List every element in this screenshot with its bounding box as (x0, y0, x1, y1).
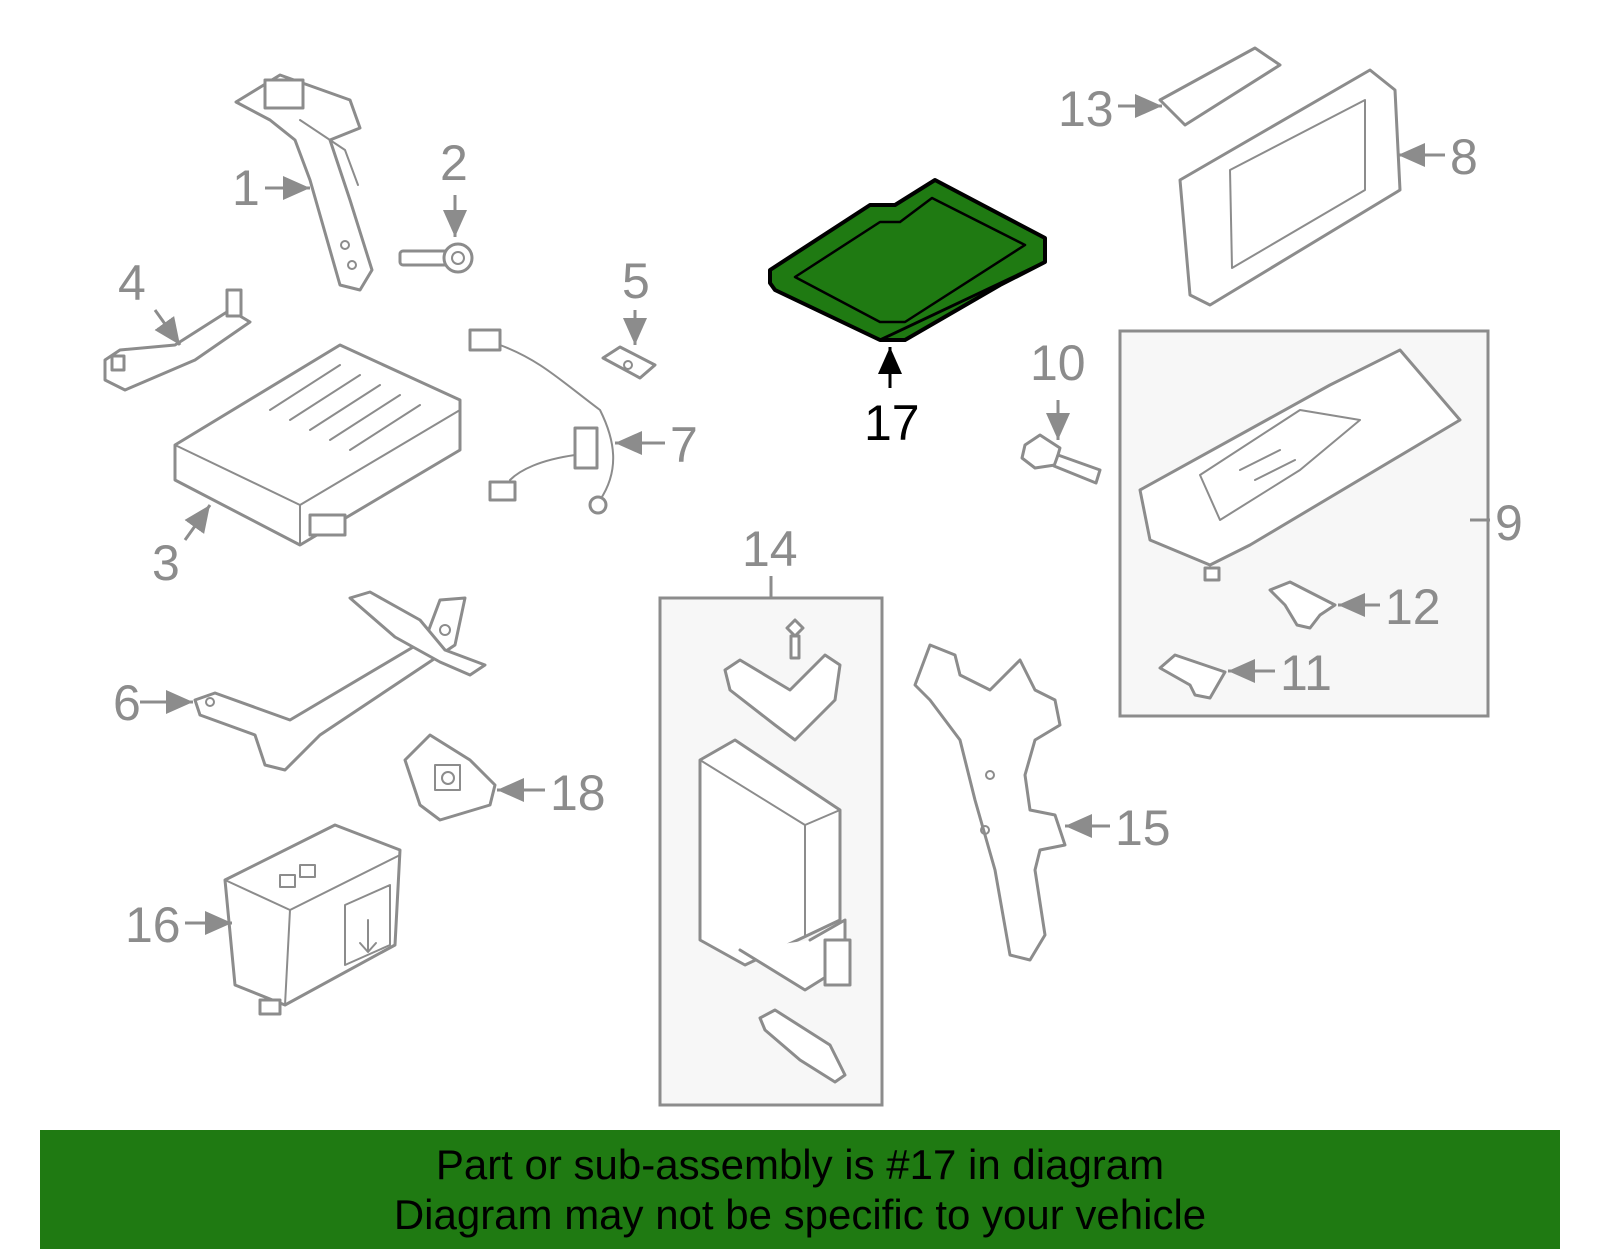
part-16-switch[interactable] (223, 823, 402, 1016)
part-18-bracket[interactable] (403, 733, 497, 822)
part-17-sd-card[interactable] (768, 178, 1047, 342)
callout-6: 6 (113, 675, 141, 731)
callout-15: 15 (1115, 800, 1171, 856)
part-12-clip[interactable] (1268, 580, 1337, 630)
callout-17: 17 (864, 395, 920, 451)
callout-1: 1 (232, 160, 260, 216)
part-13-trim[interactable] (1158, 46, 1282, 127)
part-9-panel[interactable] (1138, 348, 1462, 582)
callout-5: 5 (622, 253, 650, 309)
callout-11: 11 (1280, 645, 1332, 701)
part-10-bolt[interactable] (1020, 433, 1102, 485)
callout-14: 14 (742, 521, 798, 577)
callout-3: 3 (152, 535, 180, 591)
leader-lines (140, 94, 1490, 935)
callout-13: 13 (1058, 81, 1114, 137)
part-6-bracket[interactable] (193, 590, 487, 772)
part-1-bracket[interactable] (234, 73, 374, 292)
banner-line-1: Part or sub-assembly is #17 in diagram (435, 1141, 1165, 1188)
info-banner: Part or sub-assembly is #17 in diagram D… (40, 1130, 1560, 1249)
banner-line-2: Diagram may not be specific to your vehi… (393, 1191, 1207, 1238)
callout-7: 7 (670, 417, 698, 473)
callout-8: 8 (1450, 129, 1478, 185)
callout-9: 9 (1495, 495, 1523, 551)
callout-16: 16 (125, 897, 181, 953)
part-3-module[interactable] (173, 343, 462, 547)
part-4-bracket[interactable] (103, 288, 252, 392)
callout-12: 12 (1385, 579, 1441, 635)
part-15-bracket[interactable] (913, 643, 1067, 962)
part-2-screw[interactable] (398, 242, 474, 274)
callout-10: 10 (1030, 335, 1086, 391)
part-8-display[interactable] (1178, 68, 1402, 307)
callout-2: 2 (440, 135, 468, 191)
part-14-module[interactable] (698, 618, 852, 1084)
callout-4: 4 (118, 255, 146, 311)
part-5-clip[interactable] (601, 345, 657, 380)
part-7-harness[interactable] (468, 328, 615, 515)
callout-18: 18 (550, 765, 606, 821)
part-11-clip[interactable] (1158, 653, 1227, 700)
